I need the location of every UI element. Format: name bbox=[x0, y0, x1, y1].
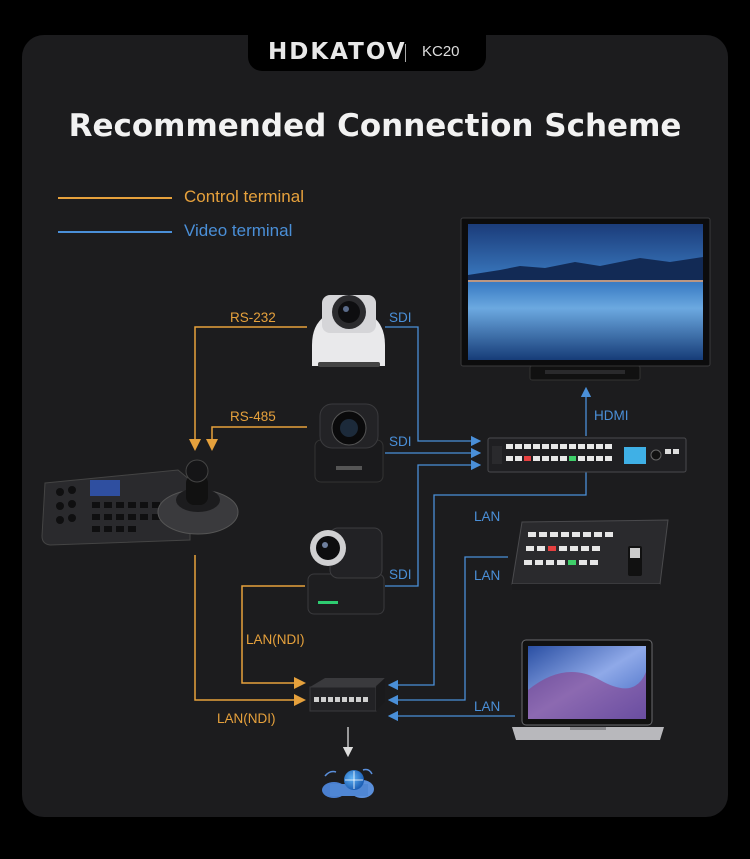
lan-2-line bbox=[387, 556, 508, 706]
laptop-icon bbox=[512, 639, 664, 740]
video-switcher-panel-icon bbox=[511, 519, 669, 590]
ptz-camera-ndi-icon bbox=[307, 527, 385, 615]
lan-3-label: LAN bbox=[474, 699, 501, 714]
monitor-icon bbox=[460, 217, 711, 381]
legend-video-swatch bbox=[58, 231, 172, 233]
brand-logo: HDKATOV bbox=[268, 39, 407, 65]
ptz-camera-white-icon bbox=[312, 295, 385, 367]
legend-control-swatch bbox=[58, 197, 172, 199]
legend-control-label: Control terminal bbox=[184, 187, 304, 206]
rs485-label: RS-485 bbox=[230, 409, 276, 424]
ptz-camera-black-icon bbox=[314, 403, 384, 483]
hdmi-label: HDMI bbox=[594, 408, 629, 423]
rs485-line bbox=[206, 426, 307, 451]
rs232-label: RS-232 bbox=[230, 310, 276, 325]
video-lines bbox=[385, 326, 592, 722]
rs232-line bbox=[189, 326, 307, 451]
sdi-1-line bbox=[385, 326, 482, 447]
model-name: KC20 bbox=[422, 43, 460, 60]
camera3-lan-ndi-line bbox=[241, 585, 306, 689]
ptz-keyboard-controller-icon bbox=[41, 459, 239, 546]
sdi-1-label: SDI bbox=[389, 310, 412, 325]
lan-ndi-camera-label: LAN(NDI) bbox=[246, 632, 305, 647]
lan-1-label: LAN bbox=[474, 509, 501, 524]
cloud-network-icon bbox=[322, 768, 374, 798]
control-lines bbox=[189, 326, 307, 706]
lan-2-label: LAN bbox=[474, 568, 501, 583]
page-title: Recommended Connection Scheme bbox=[68, 108, 682, 144]
header-tab bbox=[248, 35, 486, 71]
sdi-3-line bbox=[385, 459, 482, 587]
lan-1-line bbox=[387, 470, 587, 691]
video-switcher-rack-icon bbox=[487, 437, 687, 473]
header-divider bbox=[405, 44, 406, 62]
network-switch-icon bbox=[309, 678, 385, 712]
sdi-2-label: SDI bbox=[389, 434, 412, 449]
lan-ndi-controller-label: LAN(NDI) bbox=[217, 711, 276, 726]
legend-video-label: Video terminal bbox=[184, 221, 293, 240]
controller-lan-ndi-line bbox=[194, 555, 306, 706]
sdi-3-label: SDI bbox=[389, 567, 412, 582]
